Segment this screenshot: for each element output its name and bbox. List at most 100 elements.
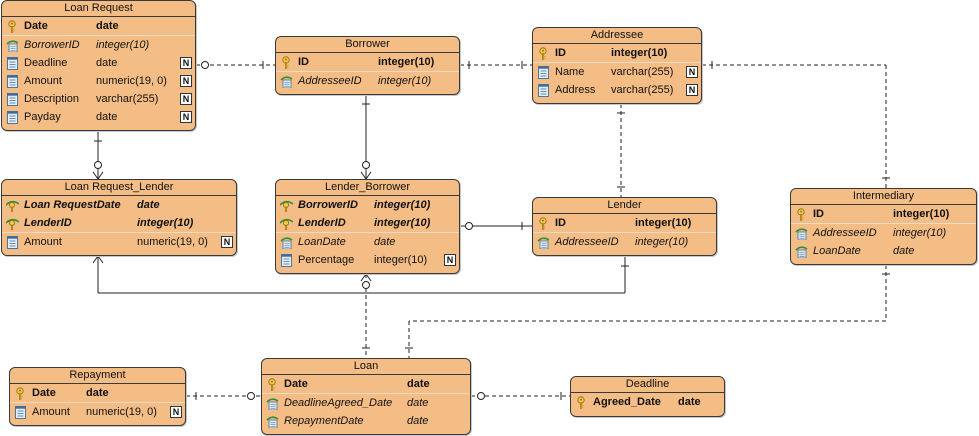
primary-foreign-key-icon bbox=[279, 199, 294, 213]
column-name: AddresseeID bbox=[298, 75, 362, 87]
many-marker bbox=[97, 255, 104, 264]
foreign-key-icon bbox=[266, 415, 279, 429]
entity-title: Deadline bbox=[571, 377, 724, 393]
entity-title: Loan bbox=[262, 359, 470, 375]
many-marker bbox=[365, 273, 372, 282]
primary-foreign-key-icon bbox=[5, 217, 20, 231]
column-name: ID bbox=[298, 56, 309, 68]
column-name: ID bbox=[555, 47, 566, 59]
column-row[interactable]: LoanDate date bbox=[791, 242, 976, 260]
column-icon bbox=[537, 84, 550, 97]
many-marker bbox=[97, 171, 104, 180]
column-type: integer(10) bbox=[137, 217, 194, 229]
column-type: integer(10) bbox=[635, 217, 692, 229]
column-name: Date bbox=[32, 387, 56, 399]
many-marker bbox=[365, 171, 372, 180]
column-name: LoanDate bbox=[813, 245, 861, 257]
column-type: date bbox=[96, 111, 118, 123]
key-icon bbox=[575, 396, 588, 409]
column-type: date bbox=[96, 57, 118, 69]
column-name: AddresseeID bbox=[813, 227, 877, 239]
column-type: date bbox=[137, 199, 160, 211]
many-marker bbox=[360, 171, 367, 180]
zero-marker bbox=[465, 222, 473, 230]
nullable-badge: N bbox=[180, 111, 192, 123]
foreign-key-icon bbox=[537, 236, 550, 250]
zero-marker bbox=[94, 161, 102, 169]
column-type: date bbox=[893, 245, 915, 257]
column-type: date bbox=[678, 396, 701, 408]
column-name: RepaymentDate bbox=[284, 415, 364, 427]
column-icon bbox=[280, 254, 293, 267]
column-type: varchar(255) bbox=[611, 84, 674, 96]
column-type: integer(10) bbox=[893, 208, 950, 220]
column-type: varchar(255) bbox=[611, 66, 674, 78]
column-type: integer(10) bbox=[378, 75, 432, 87]
zero-marker bbox=[362, 281, 370, 289]
column-row[interactable]: LenderID integer(10) bbox=[2, 214, 236, 233]
column-type: integer(10) bbox=[96, 39, 150, 51]
column-type: date bbox=[407, 397, 429, 409]
zero-marker bbox=[247, 392, 255, 400]
column-type: date bbox=[374, 236, 396, 248]
column-name: Address bbox=[555, 84, 596, 96]
entity-title: Borrower bbox=[276, 37, 459, 53]
foreign-key-icon bbox=[6, 39, 19, 53]
foreign-key-icon bbox=[795, 245, 808, 259]
column-row[interactable]: Date date bbox=[10, 384, 185, 403]
column-name: LenderID bbox=[298, 217, 346, 229]
nullable-badge: N bbox=[180, 75, 192, 87]
nullable-badge: N bbox=[180, 57, 192, 69]
nullable-badge: N bbox=[444, 254, 456, 266]
column-type: date bbox=[86, 387, 109, 399]
column-type: integer(10) bbox=[635, 236, 689, 248]
column-type: date bbox=[96, 20, 119, 32]
column-type: varchar(255) bbox=[96, 93, 159, 105]
entity-title: Loan Request_Lender bbox=[2, 180, 236, 196]
column-name: LenderID bbox=[24, 217, 72, 229]
column-name: Description bbox=[24, 93, 80, 105]
column-type: integer(10) bbox=[374, 199, 431, 211]
entity-title: Lender bbox=[533, 198, 716, 214]
key-icon bbox=[795, 208, 808, 221]
column-row[interactable]: AddresseeID integer(10) bbox=[276, 72, 459, 90]
key-icon bbox=[537, 47, 550, 60]
